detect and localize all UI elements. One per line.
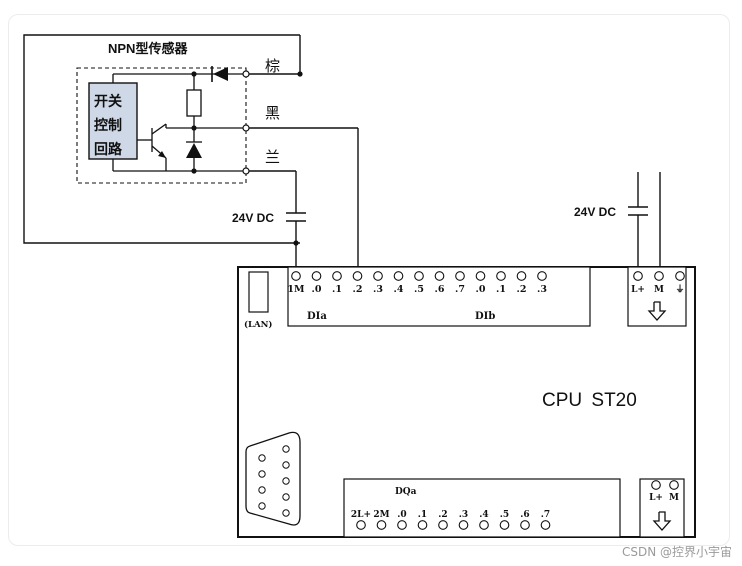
sensor-terminal-blue <box>242 167 250 175</box>
cpu-label: CPU ST20 <box>542 390 637 411</box>
dq-terminal-label: .0 <box>397 510 406 520</box>
power-input-terminal-label: M <box>654 285 664 295</box>
dq-terminal-screw <box>540 520 551 530</box>
di-terminal-label: .1 <box>332 284 342 295</box>
di-terminal-screw <box>393 271 404 281</box>
right-power-wiring <box>628 172 661 272</box>
control-box-line-1: 开关 <box>94 93 122 109</box>
left-power-label: 24V DC <box>232 211 274 225</box>
di-terminal-screw <box>373 271 383 281</box>
serial-port-pins <box>258 445 290 517</box>
di-terminal-screw <box>291 271 301 281</box>
di-terminal-label: 1M <box>287 284 305 295</box>
di-terminal-screw <box>434 271 445 281</box>
power-output-terminal-screw <box>651 480 661 490</box>
dq-terminal-screw <box>520 520 530 530</box>
power-input-terminals: L+ M ⏚ <box>631 271 685 295</box>
di-terminal-label: .6 <box>435 284 445 295</box>
dq-terminal-label: 2L+ <box>351 510 371 520</box>
dq-terminal-label: .2 <box>438 510 447 520</box>
power-input-arrow-icon <box>647 301 667 321</box>
di-terminal-screw <box>455 271 465 281</box>
junction-dot <box>191 71 197 77</box>
di-terminal-screw <box>537 271 547 281</box>
power-output-terminal-screw <box>669 480 679 490</box>
power-output-terminals: L+ M <box>649 480 679 503</box>
di-terminal-screw <box>414 271 424 281</box>
serial-port <box>245 431 301 526</box>
sensor-terminal-black <box>242 124 250 132</box>
dq-terminal-label: .1 <box>418 510 427 520</box>
watermark: CSDN @控界小宇宙 <box>621 545 732 559</box>
di-terminal-label: .3 <box>537 284 547 295</box>
power-input-terminal-label: L+ <box>631 285 645 295</box>
dq-terminal-label: .3 <box>459 510 468 520</box>
sensor-terminal-brown <box>242 70 250 78</box>
di-terminal-label: .4 <box>394 284 404 295</box>
junction-dot <box>293 240 299 246</box>
lan-label: (LAN) <box>244 319 272 330</box>
power-input-terminal-screw <box>633 271 643 281</box>
right-power-label: 24V DC <box>574 205 616 219</box>
dq-terminal-screw <box>438 520 448 530</box>
di-terminal-screw <box>475 271 486 281</box>
power-input-terminal-label: ⏚ <box>675 284 684 295</box>
di-terminal-screw <box>496 271 506 281</box>
di-terminal-label: .2 <box>353 284 363 295</box>
wire-label-black: 黑 <box>265 104 280 122</box>
power-output-arrow-icon <box>652 511 672 531</box>
junction-dot <box>297 71 303 77</box>
power-output-terminal-label: M <box>669 493 679 503</box>
di-terminal-label: .3 <box>373 284 383 295</box>
dq-terminal-screw <box>397 520 407 530</box>
dq-terminal-screw <box>376 520 387 530</box>
control-box-line-2: 控制 <box>94 117 122 133</box>
di-terminal-label: .1 <box>496 284 506 295</box>
di-terminal-screw <box>311 271 322 281</box>
di-terminal-label: .5 <box>414 284 424 295</box>
dq-terminal-label: .4 <box>479 510 488 520</box>
power-output-terminal-label: L+ <box>649 493 663 503</box>
wire-label-brown: 棕 <box>265 57 280 75</box>
dq-terminal-label: .5 <box>500 510 509 520</box>
dq-terminal-screw <box>458 520 469 530</box>
sensor-title: NPN型传感器 <box>108 41 188 56</box>
dib-label: DIb <box>475 311 495 322</box>
junction-dot <box>191 168 197 174</box>
dq-terminal-screw <box>479 520 489 530</box>
power-input-terminal-screw <box>654 271 664 281</box>
dq-terminal-label: .6 <box>520 510 529 520</box>
power-output-terminal-block <box>639 478 685 538</box>
di-terminal-label: .0 <box>476 284 486 295</box>
dq-terminal-label: .7 <box>541 510 550 520</box>
di-terminal-screw <box>332 271 342 281</box>
dq-terminal-screw <box>356 520 366 530</box>
emitter-arrow <box>158 151 166 158</box>
dia-label: DIa <box>307 311 327 322</box>
wire-label-blue: 兰 <box>265 148 280 166</box>
lan-port <box>248 271 269 313</box>
dq-label: DQa <box>395 487 417 497</box>
di-terminal-label: .0 <box>312 284 322 295</box>
di-terminal-screw <box>352 271 363 281</box>
dq-terminal-screw <box>417 520 428 530</box>
di-terminal-label: .7 <box>455 284 465 295</box>
dq-terminals: 2L+2M .0 .1 .2 .3 .4 .5 .6 .7 <box>351 510 551 530</box>
sensor-outer-frame <box>23 34 300 244</box>
control-box-line-3: 回路 <box>94 141 123 157</box>
di-terminal-screw <box>516 271 527 281</box>
di-terminals: 1M .0 .1 .2 .3 .4 .5 .6 .7 .0 .1 .2 .3 <box>287 271 547 295</box>
dq-terminal-label: 2M <box>373 510 389 520</box>
power-input-terminal-screw <box>675 271 685 281</box>
zener-diode-icon <box>186 143 202 158</box>
sensor-internal-circuit <box>112 73 243 172</box>
protection-diode-icon <box>213 67 228 81</box>
di-terminal-label: .2 <box>517 284 527 295</box>
external-wiring <box>249 35 359 272</box>
junction-dot <box>191 125 197 131</box>
dq-terminal-screw <box>499 520 510 530</box>
